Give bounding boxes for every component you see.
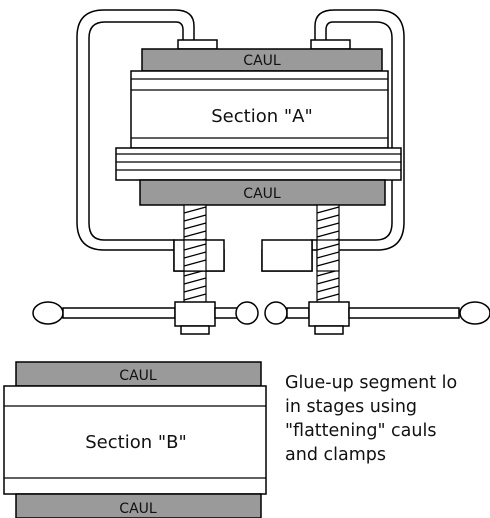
upper-bottom-caul-label: CAUL [243, 186, 281, 202]
right-clamp-lower-jaw [261, 239, 313, 272]
caption-line-4: and clamps [285, 445, 386, 465]
upper-top-caul: CAUL [141, 48, 383, 72]
section-a-block: Section "A" [130, 70, 389, 149]
section-a-label: Section "A" [211, 106, 312, 127]
lower-bottom-caul-label: CAUL [119, 501, 157, 517]
caption-line-1: Glue-up segment lo [285, 373, 458, 393]
lower-bottom-caul: CAUL [15, 493, 262, 518]
left-clamp-pad [177, 39, 218, 50]
lower-top-caul: CAUL [15, 361, 262, 387]
upper-bottom-caul: CAUL [139, 179, 386, 206]
left-t-handle [32, 301, 259, 335]
caption-line-3: "flattening" cauls [285, 421, 437, 441]
lower-top-caul-label: CAUL [119, 368, 157, 384]
section-b-block: Section "B" [3, 385, 267, 495]
diagram-caption: Glue-up segment lo in stages using "flat… [285, 371, 490, 467]
right-screw-thread-in-jaw [316, 239, 340, 272]
upper-top-caul-label: CAUL [243, 53, 281, 69]
flattening-plate [115, 147, 402, 181]
right-clamp-pad [310, 39, 351, 50]
right-t-handle [264, 301, 490, 335]
caption-line-2: in stages using [285, 397, 418, 417]
left-screw-thread-in-jaw [183, 239, 207, 272]
section-b-label: Section "B" [85, 432, 187, 453]
